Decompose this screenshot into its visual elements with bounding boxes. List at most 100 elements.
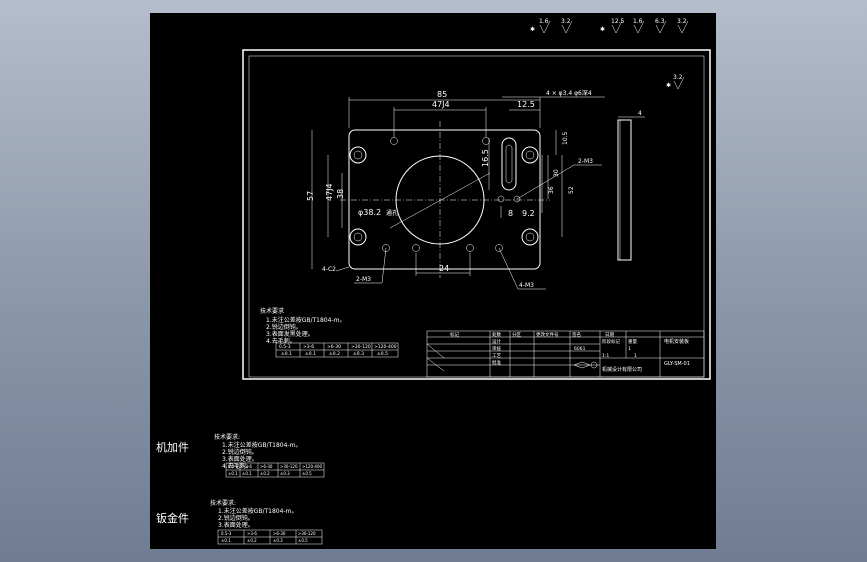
- svg-text:>30-120: >30-120: [351, 344, 371, 350]
- svg-text:>3-6: >3-6: [242, 464, 252, 469]
- svg-text:±0.5: ±0.5: [302, 471, 312, 476]
- callout-right-hole: 2-M3: [578, 158, 593, 165]
- svg-text:工艺: 工艺: [492, 353, 501, 359]
- svg-text:签名: 签名: [572, 331, 581, 338]
- dim-overall-height: 57: [306, 191, 315, 201]
- svg-text:1.未注公差按GB/T1804-m。: 1.未注公差按GB/T1804-m。: [218, 507, 297, 515]
- svg-text:✱: ✱: [666, 82, 671, 89]
- svg-text:1: 1: [634, 353, 637, 359]
- dim-right-mid: 30: [553, 169, 560, 177]
- callouts: 2-M3 2-M3 4-M3 4-C2: [322, 158, 602, 290]
- svg-text:1: 1: [628, 346, 631, 352]
- svg-text:>120-400: >120-400: [374, 344, 397, 350]
- roughness-icon: [673, 76, 685, 90]
- callout-left-bottom: 2-M3: [356, 276, 371, 283]
- part-name: 电机安装板: [664, 338, 689, 345]
- svg-text:2.锐边倒钝。: 2.锐边倒钝。: [218, 514, 254, 522]
- svg-text:±0.5: ±0.5: [298, 538, 308, 543]
- note-line: 4.去毛刺。: [266, 337, 296, 345]
- callout-chamfer: 4-C2: [322, 266, 336, 273]
- side-outline: [617, 119, 632, 261]
- roughness-value: 3.2: [561, 18, 571, 25]
- svg-text:设计: 设计: [492, 338, 501, 345]
- svg-text:0.5-3: 0.5-3: [221, 531, 232, 536]
- svg-text:>30-120: >30-120: [280, 464, 298, 469]
- svg-text:阶段标记: 阶段标记: [602, 338, 620, 345]
- dim-slot-offset: 12.5: [517, 100, 535, 109]
- roughness-icon: [677, 20, 689, 34]
- dimensions: 85 47J4 12.5 4 × φ3.4 φ6深4 16.5 10.5 30 …: [306, 89, 605, 276]
- svg-text:±0.2: ±0.2: [247, 538, 257, 543]
- svg-text:✱: ✱: [530, 26, 535, 33]
- svg-text:批准: 批准: [492, 359, 501, 366]
- svg-text:±0.1: ±0.1: [305, 351, 316, 357]
- svg-text:技术要求:: 技术要求:: [210, 499, 236, 507]
- svg-text:±0.1: ±0.1: [281, 351, 292, 357]
- svg-text:>3-6: >3-6: [247, 531, 257, 536]
- dim-hole-spacing-y: 47J4: [325, 183, 334, 201]
- dim-overall-width: 85: [437, 90, 447, 99]
- svg-text:标记: 标记: [450, 331, 459, 338]
- legend-machined: 机加件 技术要求: 1.未注公差按GB/T1804-m。 2.锐边倒钝。 3.表…: [156, 433, 325, 478]
- svg-text:处数: 处数: [492, 331, 501, 338]
- legend-label-machined: 机加件: [156, 440, 189, 454]
- note-line: 2.锐边倒钝。: [266, 323, 302, 331]
- svg-text:±0.3: ±0.3: [353, 351, 364, 357]
- roughness-value: 3.2: [673, 74, 683, 81]
- plate-outline: [348, 129, 541, 270]
- adjustment-slot: [501, 137, 517, 191]
- surface-roughness-row: ✱ 1.6 3.2 ✱ 12.5 1.6 6.3 3.2: [530, 18, 689, 34]
- svg-text:>120-400: >120-400: [302, 464, 323, 469]
- dim-small-y: 9.2: [522, 209, 535, 218]
- dim-bore-note: 通孔: [386, 209, 398, 217]
- central-bore: [395, 155, 485, 245]
- svg-text:1:1: 1:1: [602, 353, 609, 359]
- roughness-value: 1.6: [539, 18, 549, 25]
- dim-right-total: 52: [568, 186, 575, 194]
- svg-text:✱: ✱: [600, 26, 605, 33]
- counterbore-holes: [349, 146, 539, 246]
- callout-right-bottom: 4-M3: [519, 282, 534, 289]
- dim-left-inner: 38: [336, 189, 345, 199]
- svg-text:0.5-3: 0.5-3: [279, 344, 291, 350]
- svg-text:>3-6: >3-6: [303, 344, 314, 350]
- notes-header: 技术要求: [260, 307, 284, 315]
- note-line: 3.表面发黑处理。: [266, 330, 314, 338]
- title-block: 标记 处数 分区 更改文件号 签名 日期 设计 审核 工艺 批准 6061 阶段…: [426, 330, 705, 378]
- note-line: 1.未注公差按GB/T1804-m。: [266, 316, 345, 324]
- svg-text:日期: 日期: [605, 332, 614, 338]
- dim-bore-diameter: φ38.2: [358, 208, 381, 217]
- plate-front-view: [340, 121, 550, 278]
- roughness-value: 12.5: [611, 18, 625, 25]
- svg-text:3.表面处理。: 3.表面处理。: [218, 521, 254, 529]
- drawing-number: GLY-SM-01: [664, 361, 690, 367]
- svg-text:±0.1: ±0.1: [221, 538, 231, 543]
- svg-text:技术要求:: 技术要求:: [214, 433, 240, 441]
- svg-text:重量: 重量: [628, 338, 637, 345]
- svg-text:±0.1: ±0.1: [242, 471, 252, 476]
- inner-frame: [248, 55, 705, 378]
- svg-text:±0.2: ±0.2: [260, 471, 270, 476]
- roughness-value: 3.2: [677, 18, 687, 25]
- svg-text:分区: 分区: [512, 331, 521, 338]
- dim-hole-spacing-x: 47J4: [432, 100, 450, 109]
- roughness-icon: [655, 20, 667, 34]
- plate-side-view: 4: [617, 110, 645, 261]
- svg-text:±0.3: ±0.3: [280, 471, 290, 476]
- dim-right-low: 36: [548, 186, 555, 194]
- svg-text:±0.2: ±0.2: [329, 351, 340, 357]
- dim-slot-length: 16.5: [481, 149, 490, 167]
- svg-text:>6-30: >6-30: [327, 344, 341, 350]
- dim-small-x: 8: [508, 209, 513, 218]
- legend-label-sheet-metal: 钣金件: [156, 511, 189, 525]
- technical-notes: 技术要求 1.未注公差按GB/T1804-m。 2.锐边倒钝。 3.表面发黑处理…: [260, 307, 399, 358]
- cad-drawing: ✱ 1.6 3.2 ✱ 12.5 1.6 6.3 3.2 ✱ 3.2: [156, 18, 711, 545]
- threaded-holes: [382, 137, 521, 252]
- svg-text:更改文件号: 更改文件号: [536, 331, 559, 338]
- svg-text:1.未注公差按GB/T1804-m。: 1.未注公差按GB/T1804-m。: [222, 441, 301, 449]
- projection-icon: [573, 361, 591, 369]
- svg-text:审核: 审核: [492, 345, 501, 352]
- svg-text:3.表面处理。: 3.表面处理。: [222, 455, 258, 463]
- outer-frame: [242, 49, 711, 380]
- roughness-value: 1.6: [633, 18, 643, 25]
